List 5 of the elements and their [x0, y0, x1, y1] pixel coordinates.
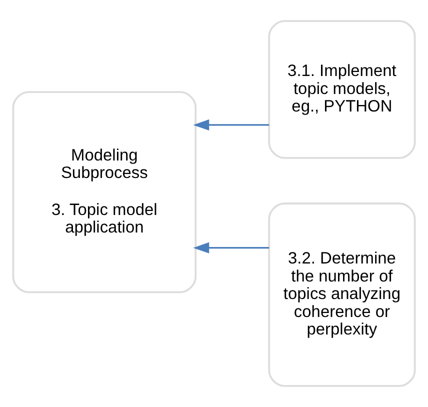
node-box: Modeling Subprocess 3. Topic model application [12, 91, 197, 294]
node-box: 3.1. Implement topic models, eg., PYTHON [268, 20, 416, 159]
arrow [193, 119, 270, 131]
node-box: 3.2. Determine the number of topics analyzing coherence or perplexity [268, 202, 416, 387]
arrow [193, 242, 270, 254]
